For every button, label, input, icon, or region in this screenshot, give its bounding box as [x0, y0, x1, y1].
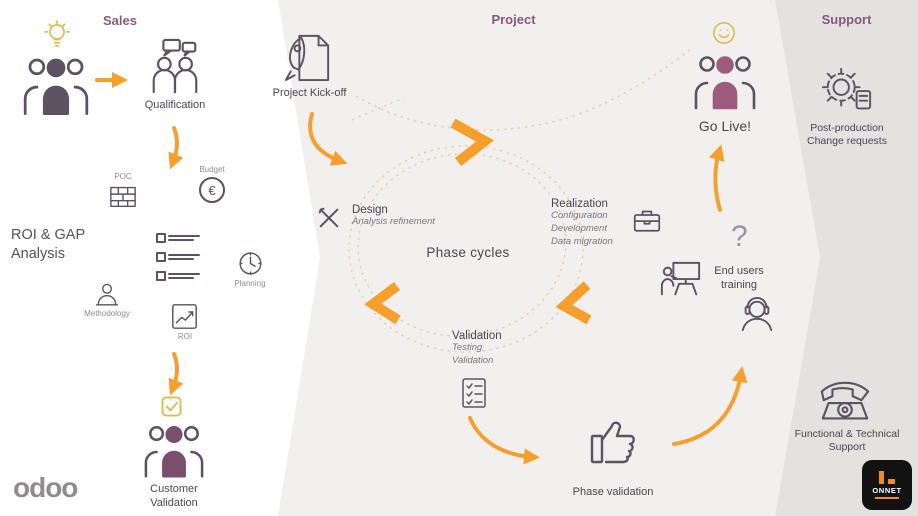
project-phase-header: Project: [491, 12, 536, 27]
planning-clock-icon: [237, 250, 264, 277]
trainee-headset-icon: [738, 296, 776, 332]
support-phone-icon: [817, 376, 873, 424]
odoo-logo: odoo: [13, 472, 78, 503]
sales-phase-header: Sales: [103, 13, 137, 28]
realization-title: Realization: [551, 198, 608, 210]
roi-label: ROI: [177, 332, 193, 341]
lightbulb-icon: [44, 20, 70, 53]
poc-bricks-icon: [109, 182, 137, 210]
phase-validation-label: Phase validation: [572, 486, 654, 498]
validation-step: Validation Testing Validation: [452, 330, 542, 368]
roi-gap-title: ROI & GAP Analysis: [11, 227, 86, 262]
phase-cycles-label: Phase cycles: [426, 245, 510, 260]
realization-step: Realization Configuration Development Da…: [551, 198, 641, 248]
customer-group-icon: [143, 420, 205, 478]
onnet-logo-text: ONNET: [872, 486, 902, 495]
poc-label: POC: [114, 172, 132, 181]
end-users-training-label: End users training: [714, 265, 764, 291]
qualification-icon: [146, 38, 204, 94]
golive-group-icon: [693, 50, 757, 110]
functional-support-label: Functional & Technical Support: [794, 428, 900, 454]
question-mark: ?: [731, 220, 748, 253]
gear-change-icon: [820, 66, 874, 116]
design-subtitle: Analysis refinement: [352, 216, 435, 227]
realization-briefcase-icon: [633, 208, 661, 233]
budget-label: Budget: [199, 165, 225, 174]
trainer-presentation-icon: [660, 260, 702, 298]
thumbs-up-icon: [584, 410, 644, 468]
task-list-icon: [155, 230, 201, 284]
budget-euro-icon: €: [199, 177, 225, 203]
leads-group-icon: [22, 52, 90, 116]
qualification-label: Qualification: [144, 99, 206, 111]
design-step: Design Analysis refinement: [352, 204, 462, 229]
validation-checkbox-icon: [161, 396, 182, 417]
design-tools-icon: [317, 206, 341, 230]
roi-chart-icon: [171, 303, 198, 330]
design-title: Design: [352, 204, 388, 216]
go-live-label: Go Live!: [698, 118, 752, 134]
onnet-logo-subline: [875, 497, 899, 499]
validation-title: Validation: [452, 330, 502, 342]
validation-checklist-icon: [461, 377, 487, 409]
planning-label: Planning: [234, 279, 266, 288]
kickoff-rocket-doc-icon: [284, 33, 332, 83]
customer-validation-label: Customer Validation: [150, 483, 198, 509]
onnet-logo: ONNET: [862, 460, 912, 510]
support-phase-header: Support: [821, 12, 872, 27]
post-production-label: Post-production Change requests: [807, 122, 887, 148]
smiley-icon: [712, 21, 736, 45]
kickoff-label: Project Kick-off: [272, 87, 347, 99]
onnet-logo-mark: [879, 471, 895, 484]
methodology-person-icon: [94, 281, 120, 307]
methodology-label: Methodology: [84, 309, 130, 318]
